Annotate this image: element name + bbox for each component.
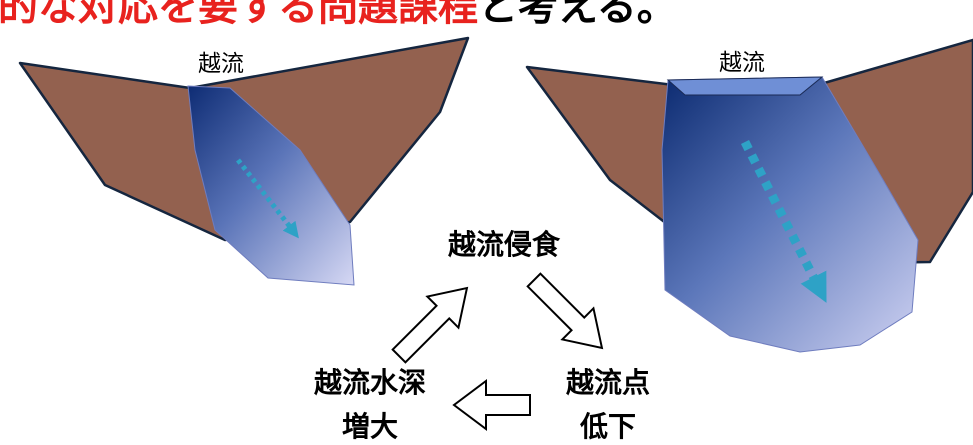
right-water-flow [661, 76, 919, 353]
cycle-label-depth-line2: 増大 [342, 410, 398, 443]
cycle-label-point-line2: 低下 [579, 410, 636, 443]
right-flow-arrow [740, 139, 827, 303]
cycle-arrows [391, 272, 604, 431]
header-red-text: 的な対応を要する問題課程 [0, 0, 478, 30]
cycle-arrow-down-right-icon [526, 272, 604, 350]
left-overflow-label: 越流 [198, 51, 244, 77]
right-dam: 越流 [525, 38, 973, 353]
cycle-label-depth-line1: 越流水深 [314, 366, 426, 399]
header-text: 的な対応を要する問題課程と考える。 [0, 0, 677, 30]
header-black-text: と考える。 [478, 0, 677, 30]
cycle-label-overflow-erosion: 越流侵食 [448, 228, 561, 261]
left-dam: 越流 [18, 36, 470, 286]
cycle-label-point-line1: 越流点 [566, 366, 650, 399]
right-water-surface [666, 76, 824, 96]
cycle-arrow-left-icon [452, 379, 531, 431]
cycle-arrow-up-right-icon [391, 286, 469, 364]
right-overflow-label: 越流 [719, 50, 765, 76]
left-water-flow [187, 85, 355, 286]
